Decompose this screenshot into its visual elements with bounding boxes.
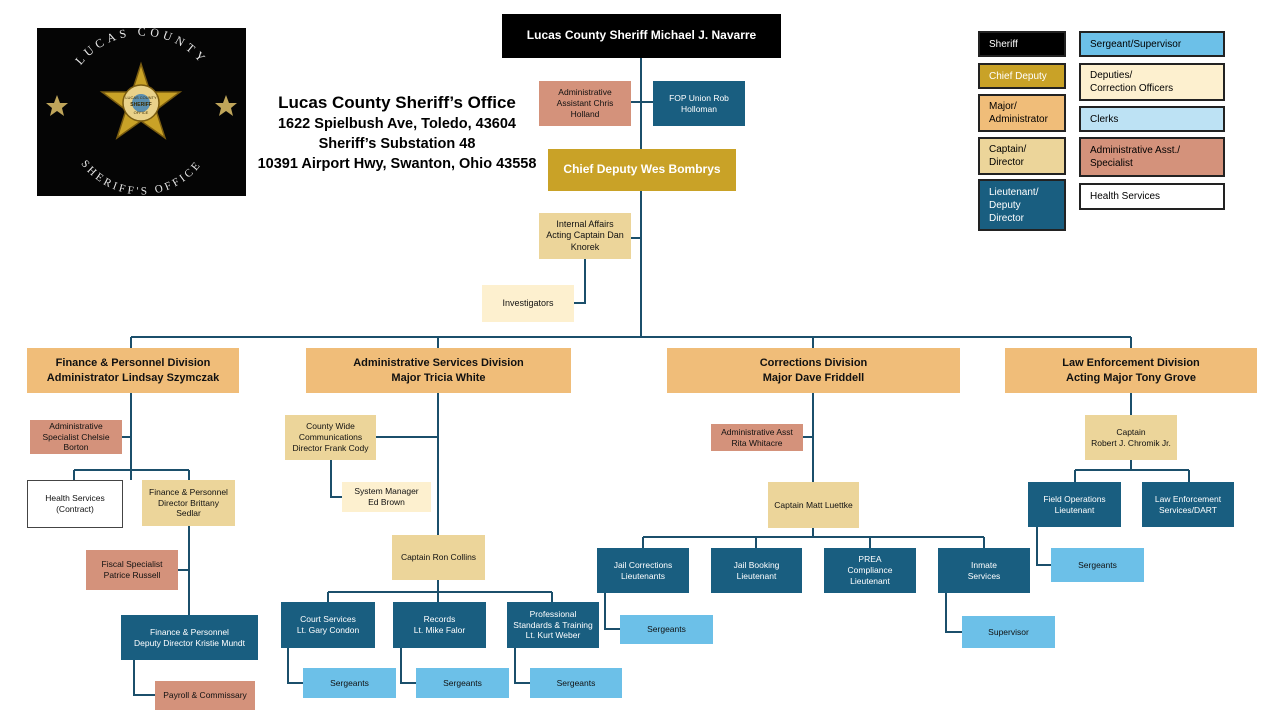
legend-clerks: Clerks [1079,106,1225,132]
investigators-box: Investigators [482,285,574,322]
law-sergeants-box: Sergeants [1051,548,1144,582]
small-star-right-icon [215,95,237,116]
professional-sergeants-box: Sergeants [530,668,622,698]
records-sergeants-box: Sergeants [416,668,509,698]
legend-health-services: Health Services [1079,183,1225,210]
court-sergeants-box: Sergeants [303,668,396,698]
sheriff-box: Lucas County Sheriff Michael J. Navarre [502,14,781,58]
badge-text-center: SHERIFF [130,102,151,108]
health-services-box: Health Services(Contract) [27,480,123,528]
office-title-block: Lucas County Sheriff’s Office 1622 Spiel… [252,92,542,174]
legend-admin-asst: Administrative Asst./Specialist [1079,137,1225,177]
corrections-sergeants-box: Sergeants [620,615,713,644]
legend-sheriff: Sheriff [978,31,1066,57]
badge-text-top: LUCAS COUNTY [125,95,157,100]
badge-text-bottom: OFFICE [134,110,149,115]
sheriff-office-logo: LUCAS COUNTY SHERIFF'S OFFICE LUCAS COUN… [37,24,246,198]
legend-captain: Captain/Director [978,137,1066,175]
legend-deputies: Deputies/Correction Officers [1079,63,1225,101]
svg-text:SHERIFF'S OFFICE: SHERIFF'S OFFICE [79,158,205,196]
captain-matt-luettke-box: Captain Matt Luettke [768,482,859,528]
legend-sergeant: Sergeant/Supervisor [1079,31,1225,57]
payroll-commissary-box: Payroll & Commissary [155,681,255,710]
small-star-left-icon [46,95,68,116]
office-address-line3: 10391 Airport Hwy, Swanton, Ohio 43558 [257,156,537,172]
inmate-supervisor-box: Supervisor [962,616,1055,648]
logo-text-bottom: SHERIFF'S OFFICE [79,158,202,198]
logo-text-top: LUCAS COUNTY [72,24,206,67]
office-address-line2: Sheriff’s Substation 48 [318,136,476,152]
legend-major: Major/Administrator [978,94,1066,132]
chief-deputy-box: Chief Deputy Wes Bombrys [548,149,736,191]
star-badge-icon [99,61,183,140]
svg-text:LUCAS COUNTY: LUCAS COUNTY [72,28,210,67]
office-name: Lucas County Sheriff’s Office [278,93,516,112]
captain-ron-collins-box: Captain Ron Collins [392,535,485,580]
legend-chief-deputy: Chief Deputy [978,63,1066,89]
office-address-line1: 1622 Spielbush Ave, Toledo, 43604 [277,116,516,132]
